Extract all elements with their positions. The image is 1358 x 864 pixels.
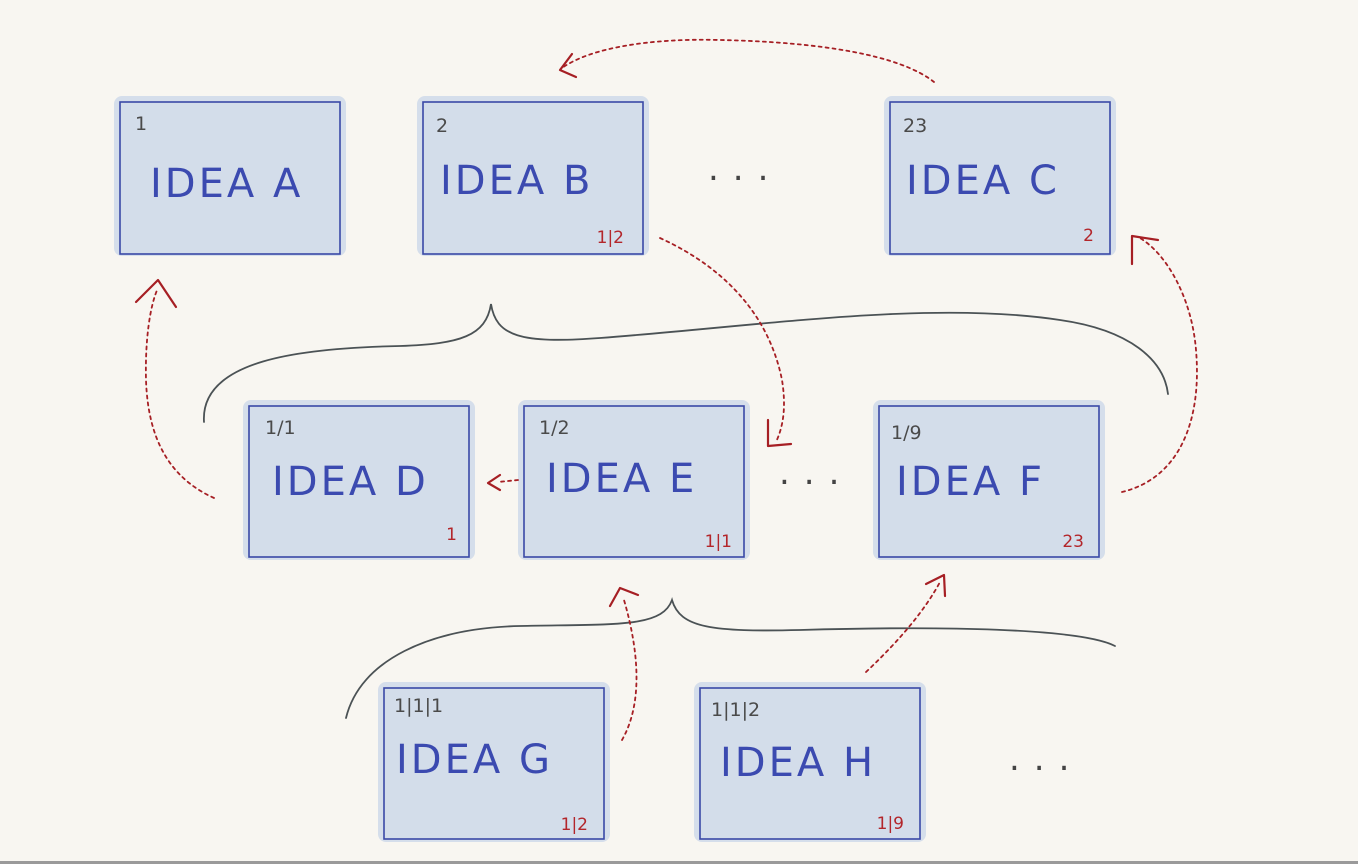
- arrow-g-to-e-head: [608, 586, 640, 608]
- brace-children-of-idea-d: [345, 597, 1116, 719]
- card-idea-a[interactable]: 1 IDEA A: [114, 96, 346, 256]
- card-frame: [422, 101, 644, 255]
- card-idea-d[interactable]: 1/1 IDEA D 1: [243, 400, 475, 560]
- ellipsis-bottom-row: ...: [1009, 739, 1083, 779]
- arrow-d-to-a: [144, 287, 215, 499]
- arrow-g-to-e: [621, 599, 638, 741]
- card-id: 1|1|2: [711, 699, 760, 721]
- card-id: 1: [135, 113, 147, 135]
- card-idea-f[interactable]: 1/9 IDEA F 23: [873, 400, 1105, 560]
- card-id: 2: [436, 115, 448, 137]
- card-title: IDEA A: [150, 161, 303, 207]
- card-idea-h[interactable]: 1|1|2 IDEA H 1|9: [694, 682, 926, 842]
- card-reference: 23: [1062, 532, 1084, 552]
- card-frame: [248, 405, 470, 558]
- card-id: 1/9: [891, 422, 922, 444]
- card-title: IDEA B: [440, 158, 593, 204]
- card-frame: [889, 101, 1111, 255]
- card-id: 1/2: [539, 417, 570, 439]
- arrow-d-to-a-head: [134, 278, 178, 309]
- arrow-f-to-c: [1121, 237, 1198, 493]
- card-title: IDEA E: [546, 456, 697, 502]
- card-title: IDEA D: [272, 459, 429, 505]
- arrow-c-to-b: [561, 38, 935, 83]
- card-reference: 1|9: [877, 814, 904, 834]
- arrow-b-to-e: [659, 237, 785, 443]
- card-title: IDEA F: [896, 459, 1045, 505]
- card-reference: 1: [446, 525, 457, 545]
- card-idea-b[interactable]: 2 IDEA B 1|2: [417, 96, 649, 256]
- card-frame: [699, 687, 921, 840]
- card-frame: [119, 101, 341, 255]
- arrow-h-to-f: [865, 581, 941, 673]
- card-reference: 1|1: [705, 532, 732, 552]
- card-title: IDEA H: [720, 740, 876, 786]
- card-idea-e[interactable]: 1/2 IDEA E 1|1: [518, 400, 750, 560]
- card-id: 1|1|1: [394, 695, 443, 717]
- arrow-b-to-e-head: [766, 418, 793, 448]
- arrow-e-to-d: [497, 479, 519, 483]
- card-reference: 1|2: [561, 815, 588, 835]
- card-frame: [383, 687, 605, 840]
- arrow-f-to-c-head: [1130, 234, 1160, 266]
- card-title: IDEA C: [906, 158, 1060, 204]
- card-idea-c[interactable]: 23 IDEA C 2: [884, 96, 1116, 256]
- card-id: 23: [903, 115, 927, 137]
- card-frame: [878, 405, 1100, 558]
- card-idea-g[interactable]: 1|1|1 IDEA G 1|2: [378, 682, 610, 842]
- arrow-e-to-d-head: [486, 473, 502, 492]
- card-frame: [523, 405, 745, 558]
- brace-children-of-idea-a: [203, 303, 1169, 423]
- arrow-c-to-b-head: [558, 52, 578, 79]
- card-id: 1/1: [265, 417, 296, 439]
- arrow-h-to-f-head: [924, 573, 947, 598]
- ellipsis-middle-row: ...: [779, 453, 853, 493]
- card-title: IDEA G: [396, 737, 553, 783]
- card-reference: 2: [1083, 226, 1094, 246]
- window-bottom-edge: [0, 861, 1358, 864]
- ellipsis-top-row: ...: [708, 149, 782, 189]
- card-reference: 1|2: [597, 228, 624, 248]
